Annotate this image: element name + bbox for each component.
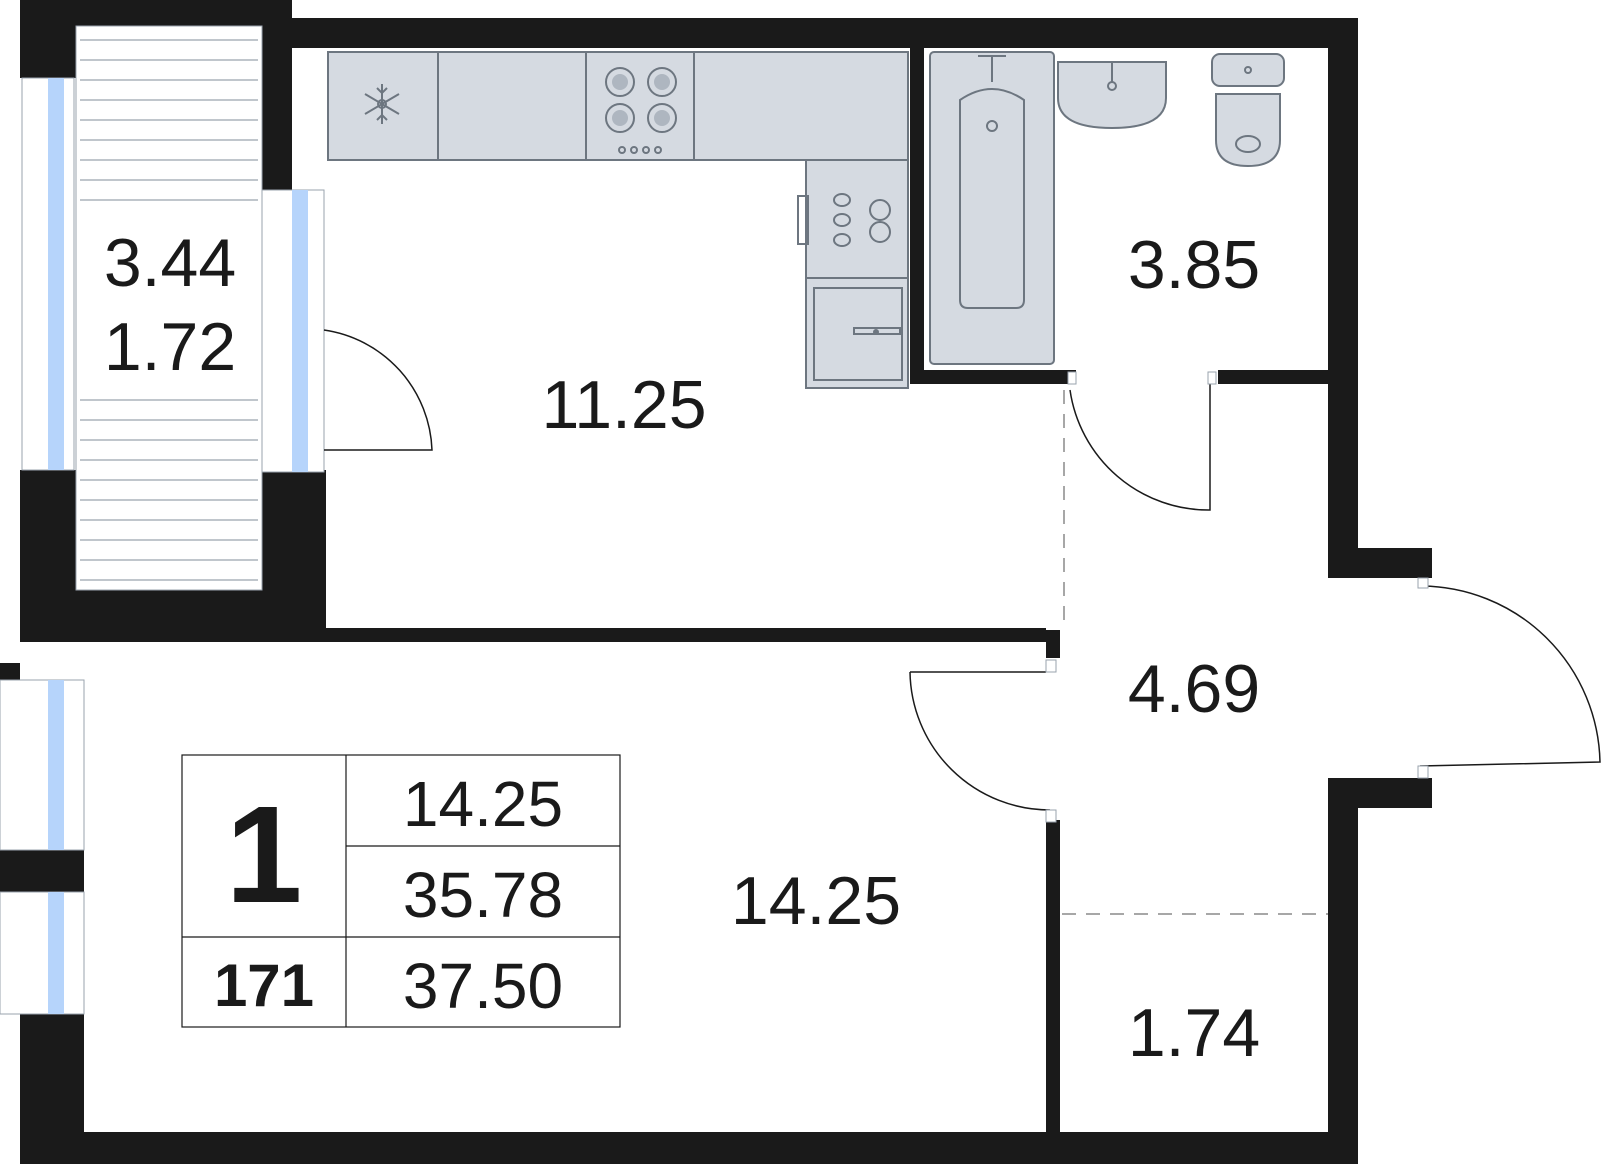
sink-icon [813,287,903,381]
kitchen-area-label: 11.25 [541,367,706,443]
toilet-icon [1211,53,1285,168]
living-area-value: 14.25 [403,768,563,840]
stove-icon [605,67,677,154]
kitchen-counter [327,51,909,389]
apartment-number: 171 [214,952,314,1019]
balcony-area-reduced-label: 1.72 [104,309,236,385]
total-area-with-balcony-value: 37.50 [403,950,563,1022]
snowflake-icon [364,84,400,124]
hob-icon [797,193,891,247]
balcony-area-label: 3.44 [104,225,236,301]
windows [0,77,325,1015]
rooms-count: 1 [226,778,303,932]
hall-area-label: 4.69 [1128,651,1260,727]
bathtub-icon [929,51,1055,365]
total-area-value: 35.78 [403,859,563,931]
storage-area-label: 1.74 [1128,995,1260,1071]
doors [323,329,1601,823]
apartment-info-box: 1 171 14.25 35.78 37.50 [181,754,621,1028]
living-room-area-label: 14.25 [731,863,901,939]
washbasin-icon [1057,61,1167,130]
bathroom-area-label: 3.85 [1128,227,1260,303]
zone-lines [1062,390,1328,915]
balcony-floor [75,25,263,591]
walls [0,0,1432,1164]
